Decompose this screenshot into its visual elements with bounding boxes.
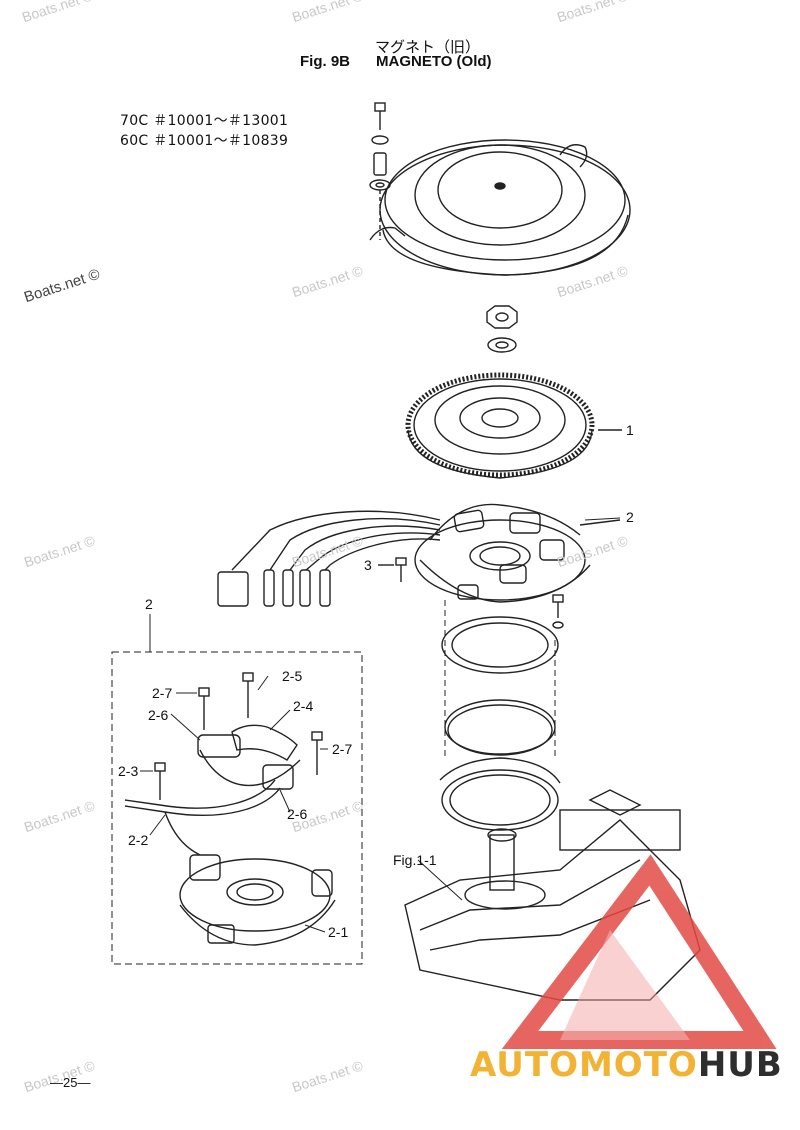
automotohub-logo [501,854,777,1049]
callout-2-6a: 2-6 [148,707,169,723]
serial-range-60c: 60C ＃10001～＃10839 [120,133,289,149]
callout-2-6b: 2-6 [287,806,308,822]
powerhead-crankcase [404,789,701,1001]
callout-2-3: 2-3 [118,763,139,779]
top-bolt-stack [369,102,391,240]
callout-fig-1-1: Fig.1-1 [393,852,437,868]
callout-group-2: 2 [145,596,153,612]
callout-2-7b: 2-7 [332,741,353,757]
callout-2-7a: 2-7 [152,685,173,701]
title-japanese: マグネト（旧） [375,38,481,56]
figure-number: Fig. 9B [300,53,351,70]
callout-2-2: 2-2 [128,832,149,848]
flywheel-ring-gear [405,372,595,479]
callout-2-4: 2-4 [293,698,314,714]
brand-part-1: AUTOMOTO [470,1045,698,1085]
stator-screws [378,557,564,629]
callout-2-5: 2-5 [282,668,303,684]
callout-2: 2 [626,509,634,525]
stator-assembly [414,503,621,603]
serial-range-70c: 70C ＃10001～＃13001 [120,113,289,129]
page-number: —25— [50,1075,91,1090]
callout-2-1: 2-1 [328,924,349,940]
callout-1: 1 [626,422,634,438]
base-plate-and-gaskets [439,616,561,831]
nut-and-washer [486,305,518,353]
page-title: MAGNETO (Old) [376,53,492,70]
wire-harness [217,510,441,607]
leader-lines [140,517,621,933]
flywheel-cover [369,139,631,276]
callout-3: 3 [364,557,372,573]
stator-detail-parts [124,672,336,946]
brand-wordmark: AUTOMOTOHUB [470,1045,783,1085]
brand-part-2: HUB [697,1045,783,1085]
